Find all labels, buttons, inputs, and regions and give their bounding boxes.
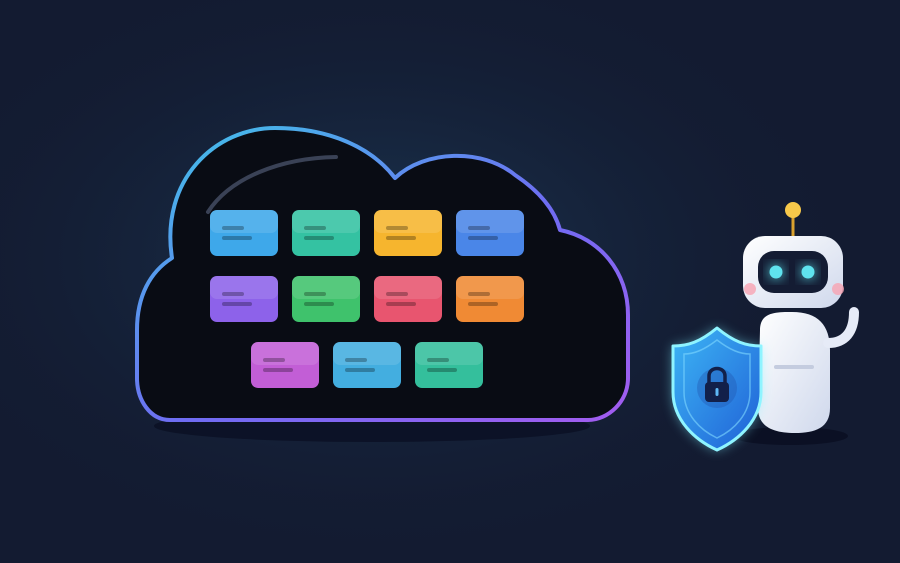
robot-eye-left (769, 265, 783, 279)
shield-icon (671, 326, 763, 452)
tile-pink (374, 276, 442, 322)
tile-line (386, 226, 408, 230)
robot-cheek-left (744, 283, 756, 295)
app-tile-grid (210, 210, 524, 388)
tile-line (263, 358, 285, 362)
tile-line (386, 292, 408, 296)
tile-line (304, 302, 334, 306)
tile-line (468, 302, 498, 306)
tile-green (292, 276, 360, 322)
tile-line (304, 236, 334, 240)
tile-line (386, 236, 416, 240)
tile-line (222, 292, 244, 296)
robot-shadow (732, 427, 848, 445)
tile-magenta (251, 342, 319, 388)
tile-indigo (456, 210, 524, 256)
tile-line (304, 292, 326, 296)
robot-visor (758, 251, 828, 293)
tile-line (345, 368, 375, 372)
robot-arm (823, 307, 859, 348)
robot-body (758, 312, 830, 433)
tile-purple (210, 276, 278, 322)
tile-line (263, 368, 293, 372)
robot-chest-line (774, 365, 814, 369)
tile-line (304, 226, 326, 230)
robot-cheek-right (832, 283, 844, 295)
tile-line (345, 358, 367, 362)
robot-antenna-ball (785, 202, 801, 218)
tile-line (427, 368, 457, 372)
tile-line (386, 302, 416, 306)
tile-line (468, 236, 498, 240)
tile-line (222, 236, 252, 240)
robot-icon (743, 202, 859, 433)
tile-sky (333, 342, 401, 388)
lock-icon (697, 366, 737, 408)
tile-mint (415, 342, 483, 388)
tile-line (222, 302, 252, 306)
tile-line (427, 358, 449, 362)
tile-line (222, 226, 244, 230)
tile-yellow (374, 210, 442, 256)
robot-eye-right (801, 265, 815, 279)
tile-line (468, 292, 490, 296)
tile-blue (210, 210, 278, 256)
tile-line (468, 226, 490, 230)
tile-orange (456, 276, 524, 322)
tile-teal (292, 210, 360, 256)
cloud-highlight (206, 155, 338, 214)
